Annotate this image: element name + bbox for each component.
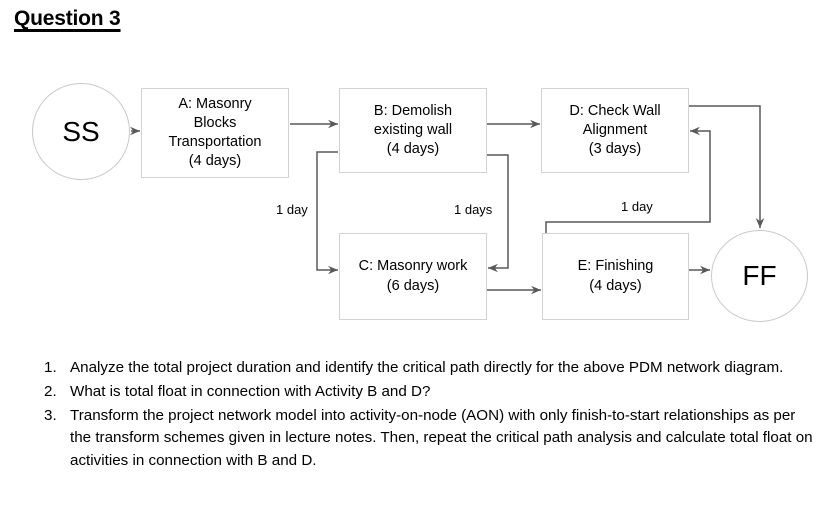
question-item-1: 1. Analyze the total project duration an…: [44, 357, 814, 380]
activity-a-line-2: Blocks: [193, 114, 237, 131]
activity-d-duration: (3 days): [588, 141, 642, 158]
activity-d-line-1: D: Check Wall: [569, 102, 661, 119]
question-1-text: Analyze the total project duration and i…: [70, 359, 784, 376]
activity-node-a: A: Masonry Blocks Transportation (4 days…: [141, 88, 289, 178]
activity-b-line-1: B: Demolish: [373, 102, 453, 119]
question-item-3: 3. Transform the project network model i…: [44, 405, 814, 473]
activity-b-duration: (4 days): [386, 141, 440, 158]
question-3-number: 3.: [44, 406, 57, 424]
activity-node-c: C: Masonry work (6 days): [339, 233, 487, 320]
question-2-text: What is total float in connection with A…: [70, 382, 431, 400]
activity-a-line-3: Transportation: [168, 134, 262, 150]
question-1-number: 1.: [44, 359, 57, 376]
edge-label-lag-a-c: 1 day: [274, 202, 310, 217]
activity-a-line-1: A: Masonry: [178, 95, 252, 112]
activity-node-e: E: Finishing (4 days): [542, 233, 689, 320]
question-list: 1. Analyze the total project duration an…: [44, 357, 814, 474]
pdm-network-diagram: SS A: Masonry Blocks Transportation (4 d…: [32, 83, 808, 322]
edge-label-lag-e-d: 1 day: [619, 199, 655, 214]
edge-b-to-c: [486, 154, 509, 273]
activity-c-line-1: C: Masonry work: [358, 258, 468, 275]
question-3-text: Transform the project network model into…: [70, 406, 813, 470]
edge-label-lag-b-c: 1 days: [452, 202, 495, 217]
activity-d-line-2: Alignment: [582, 121, 648, 138]
activity-b-line-2: existing wall: [373, 121, 453, 138]
activity-a-duration: (4 days): [188, 153, 242, 170]
edge-a-to-c: [316, 151, 338, 275]
question-item-2: 2. What is total float in connection wit…: [44, 381, 814, 404]
start-node-ss: SS: [32, 83, 130, 180]
activity-node-b: B: Demolish existing wall (4 days): [339, 88, 487, 173]
edge-d-to-ff: [688, 105, 765, 228]
activity-e-line-1: E: Finishing: [577, 258, 654, 275]
activity-e-duration: (4 days): [589, 277, 642, 294]
start-node-label: SS: [62, 115, 100, 147]
page-title: Question 3: [14, 7, 121, 30]
question-2-number: 2.: [44, 382, 57, 400]
activity-node-d: D: Check Wall Alignment (3 days): [541, 88, 689, 173]
finish-node-label: FF: [742, 260, 777, 291]
activity-c-duration: (6 days): [386, 277, 440, 294]
finish-node-ff: FF: [711, 230, 808, 322]
